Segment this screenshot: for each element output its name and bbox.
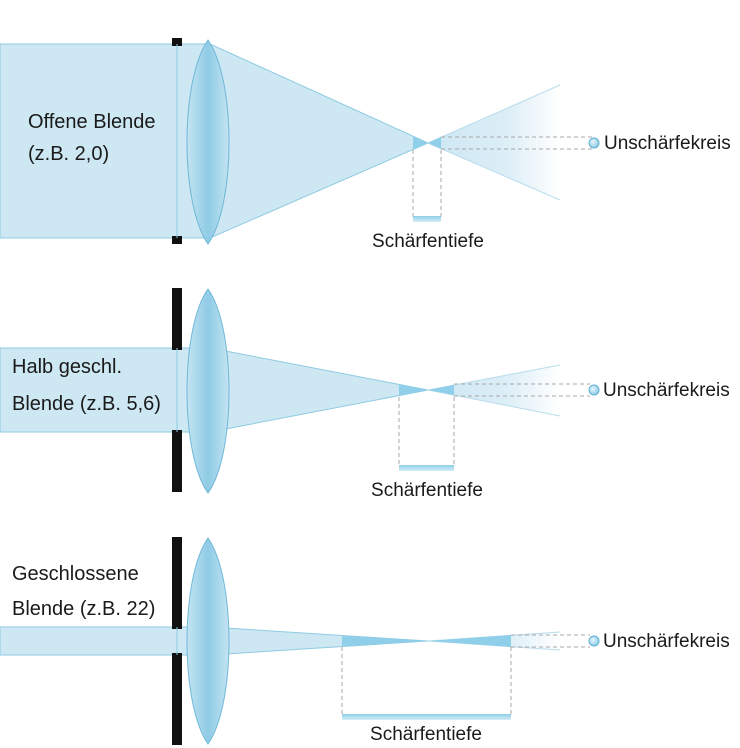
dof-zone-right [428,635,511,647]
aperture-label-line2: Blende (z.B. 5,6) [12,393,161,415]
aperture-blade-top [172,537,182,629]
aperture-blade-bottom [172,653,182,745]
diverging-ray-lower [427,389,561,417]
panel-closed-aperture: Geschlossene Blende (z.B. 22) Schärfenti… [0,537,730,745]
lens [186,39,230,245]
coc-dot [588,635,600,647]
coc-label: Unschärfekreis [603,380,730,401]
coc-label: Unschärfekreis [603,631,730,652]
incoming-beam [0,626,211,656]
panel-half-closed-aperture: Halb geschl. Blende (z.B. 5,6) Schärfent… [0,288,730,501]
dof-bar [413,216,441,222]
converging-cone [209,347,429,433]
dof-zone-right [428,385,454,395]
diverging-ray-upper [427,84,561,144]
aperture-label-line1: Geschlossene [12,563,139,585]
coc-dot [588,384,600,396]
diverging-cone [428,85,560,200]
dof-label: Schärfentiefe [370,724,482,745]
lens [186,288,230,494]
diverging-ray-lower [427,142,561,201]
dof-zone-right [428,137,441,149]
aperture-label-line2: Blende (z.B. 22) [12,598,155,620]
dof-label: Schärfentiefe [371,480,483,501]
aperture-blade-top [172,38,182,46]
aperture-label-line1: Offene Blende [28,111,156,133]
aperture-blade-bottom [172,430,182,492]
dof-zone-left [342,636,428,646]
dof-zone-left [399,384,428,396]
lens [186,537,230,745]
incoming-beam [0,43,211,239]
aperture-blade-bottom [172,236,182,244]
diverging-cone [428,365,560,416]
dof-bar [399,465,454,471]
coc-label: Unschärfekreis [604,133,731,154]
panel-open-aperture: Offene Blende (z.B. 2,0) Schärfentiefe U… [0,38,731,252]
converging-cone [209,43,430,239]
coc-dot [588,137,600,149]
dof-bar [342,714,511,720]
dof-zone-left [413,136,428,150]
aperture-blade-top [172,288,182,350]
aperture-label-line1: Halb geschl. [12,356,122,378]
dof-label: Schärfentiefe [372,231,484,252]
aperture-label-line2: (z.B. 2,0) [28,143,109,165]
